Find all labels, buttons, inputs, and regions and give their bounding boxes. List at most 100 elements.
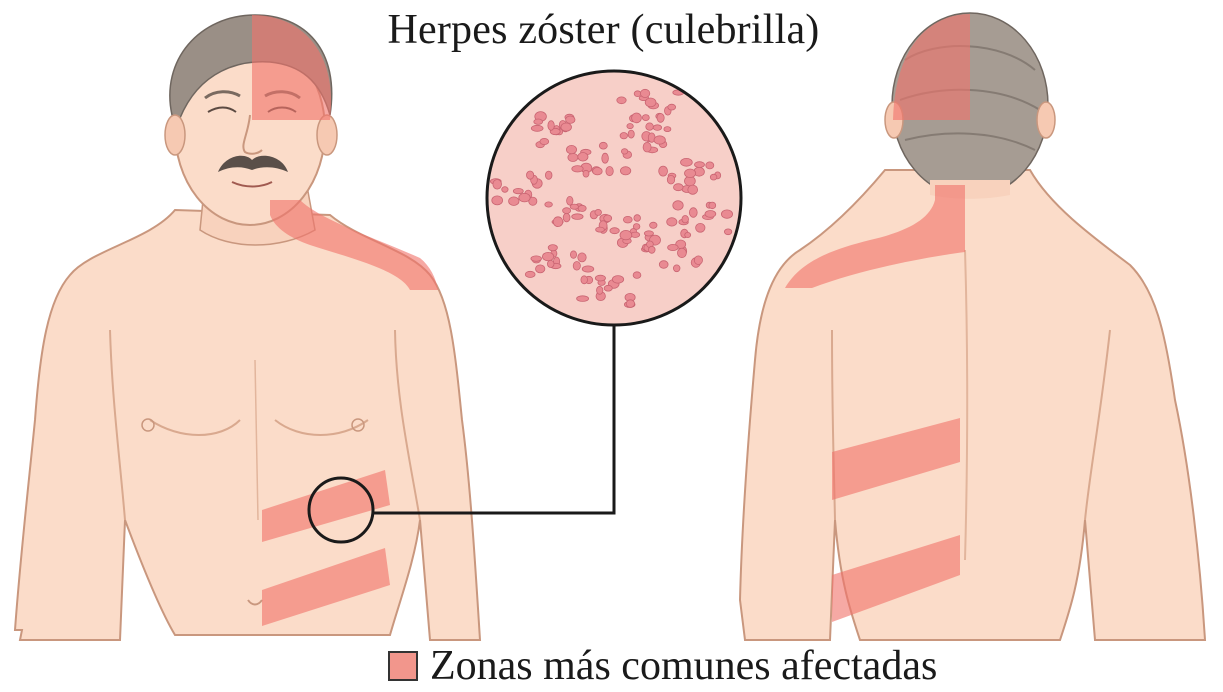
rash-blister: [654, 136, 665, 144]
rash-blister: [689, 208, 697, 218]
rash-blister: [553, 217, 563, 227]
rash-blister: [667, 175, 674, 184]
rash-blister: [583, 170, 589, 177]
rash-blister: [595, 209, 602, 215]
rash-blister: [627, 124, 633, 129]
rash-blister: [577, 296, 589, 302]
rash-blister: [527, 171, 534, 179]
front-figure: [15, 15, 480, 640]
rash-blister: [566, 116, 575, 123]
rash-blister: [578, 153, 588, 162]
rash-blister: [632, 113, 642, 123]
rash-blister: [620, 167, 630, 175]
rash-blister: [626, 300, 634, 308]
rash-blister: [493, 180, 502, 190]
rash-blister: [706, 162, 714, 169]
rash-blister: [540, 138, 549, 144]
back-figure: [740, 13, 1205, 640]
rash-blister: [602, 153, 609, 163]
rash-blister: [623, 216, 632, 223]
rash-blister: [581, 276, 588, 284]
rash-blister: [721, 210, 732, 218]
rash-blister: [536, 265, 545, 273]
rash-blister: [545, 171, 552, 179]
legend-swatch: [388, 651, 418, 681]
rash-blister: [685, 232, 691, 237]
rash-blister: [621, 149, 627, 154]
rash-blister: [696, 223, 705, 232]
rash-blister: [644, 231, 653, 236]
rash-blister: [596, 227, 605, 232]
rash-blister: [547, 260, 554, 267]
rash-blister: [509, 197, 519, 206]
rash-blister: [610, 228, 619, 234]
rash-blister: [519, 193, 530, 202]
back-torso: [740, 170, 1205, 640]
rash-blister: [694, 256, 702, 265]
rash-blister: [685, 169, 696, 178]
front-zone-face: [252, 15, 331, 120]
rash-blister: [570, 251, 576, 258]
rash-blister: [634, 91, 641, 97]
rash-blister: [582, 266, 594, 272]
rash-blister: [606, 167, 613, 176]
rash-blister: [668, 104, 676, 110]
rash-blister: [645, 98, 656, 107]
rash-blister: [682, 216, 689, 223]
rash-blister: [531, 256, 542, 261]
rash-blister: [502, 187, 508, 193]
rash-blister: [492, 196, 503, 205]
rash-blister: [724, 229, 731, 235]
rash-blister: [572, 214, 583, 220]
rash-blister: [534, 119, 543, 124]
rash-blister: [525, 271, 535, 277]
rash-blister: [563, 213, 570, 222]
rash-blister: [668, 244, 679, 250]
rash-blister: [572, 166, 583, 172]
rash-blister: [567, 196, 573, 205]
rash-blister: [599, 142, 607, 149]
rash-blister: [578, 253, 586, 262]
rash-blister: [561, 123, 572, 131]
rash-blister: [710, 174, 717, 180]
rash-blister: [633, 224, 640, 230]
rash-blister: [620, 230, 632, 239]
rash-blister: [667, 218, 677, 226]
rash-blister: [548, 245, 557, 251]
rash-blister: [597, 286, 603, 294]
rash-blister: [633, 272, 641, 279]
rash-blister: [643, 142, 651, 152]
back-zone-head: [893, 14, 970, 120]
rash-blister: [642, 115, 649, 121]
rash-blister: [531, 125, 543, 131]
rash-blister: [542, 252, 553, 260]
rash-blister: [688, 185, 698, 194]
rash-blister: [548, 121, 554, 131]
rash-blister: [646, 123, 654, 130]
rash-blister: [568, 153, 578, 161]
legend-label: Zonas más comunes afectadas: [430, 642, 937, 690]
rash-blister: [649, 246, 656, 253]
rash-blister: [634, 215, 641, 222]
rash-blister: [593, 168, 603, 175]
rash-blister: [664, 127, 671, 132]
legend: Zonas más comunes afectadas: [388, 643, 937, 689]
rash-blister: [578, 205, 586, 211]
rash-blister: [620, 133, 627, 139]
rash-blister: [545, 202, 553, 207]
rash-blister: [674, 184, 684, 191]
rash-magnifier: [487, 71, 741, 325]
rash-blister: [650, 222, 657, 228]
rash-blister: [604, 215, 612, 222]
rash-blister: [681, 158, 693, 166]
rash-blister: [573, 262, 580, 271]
rash-blister: [604, 285, 612, 291]
rash-blister: [617, 97, 626, 104]
rash-blister: [513, 188, 523, 193]
rash-blister: [705, 211, 716, 218]
rash-blister: [695, 162, 705, 168]
rash-blister: [673, 265, 680, 272]
rash-blister: [673, 201, 683, 210]
rash-blister: [709, 202, 716, 209]
